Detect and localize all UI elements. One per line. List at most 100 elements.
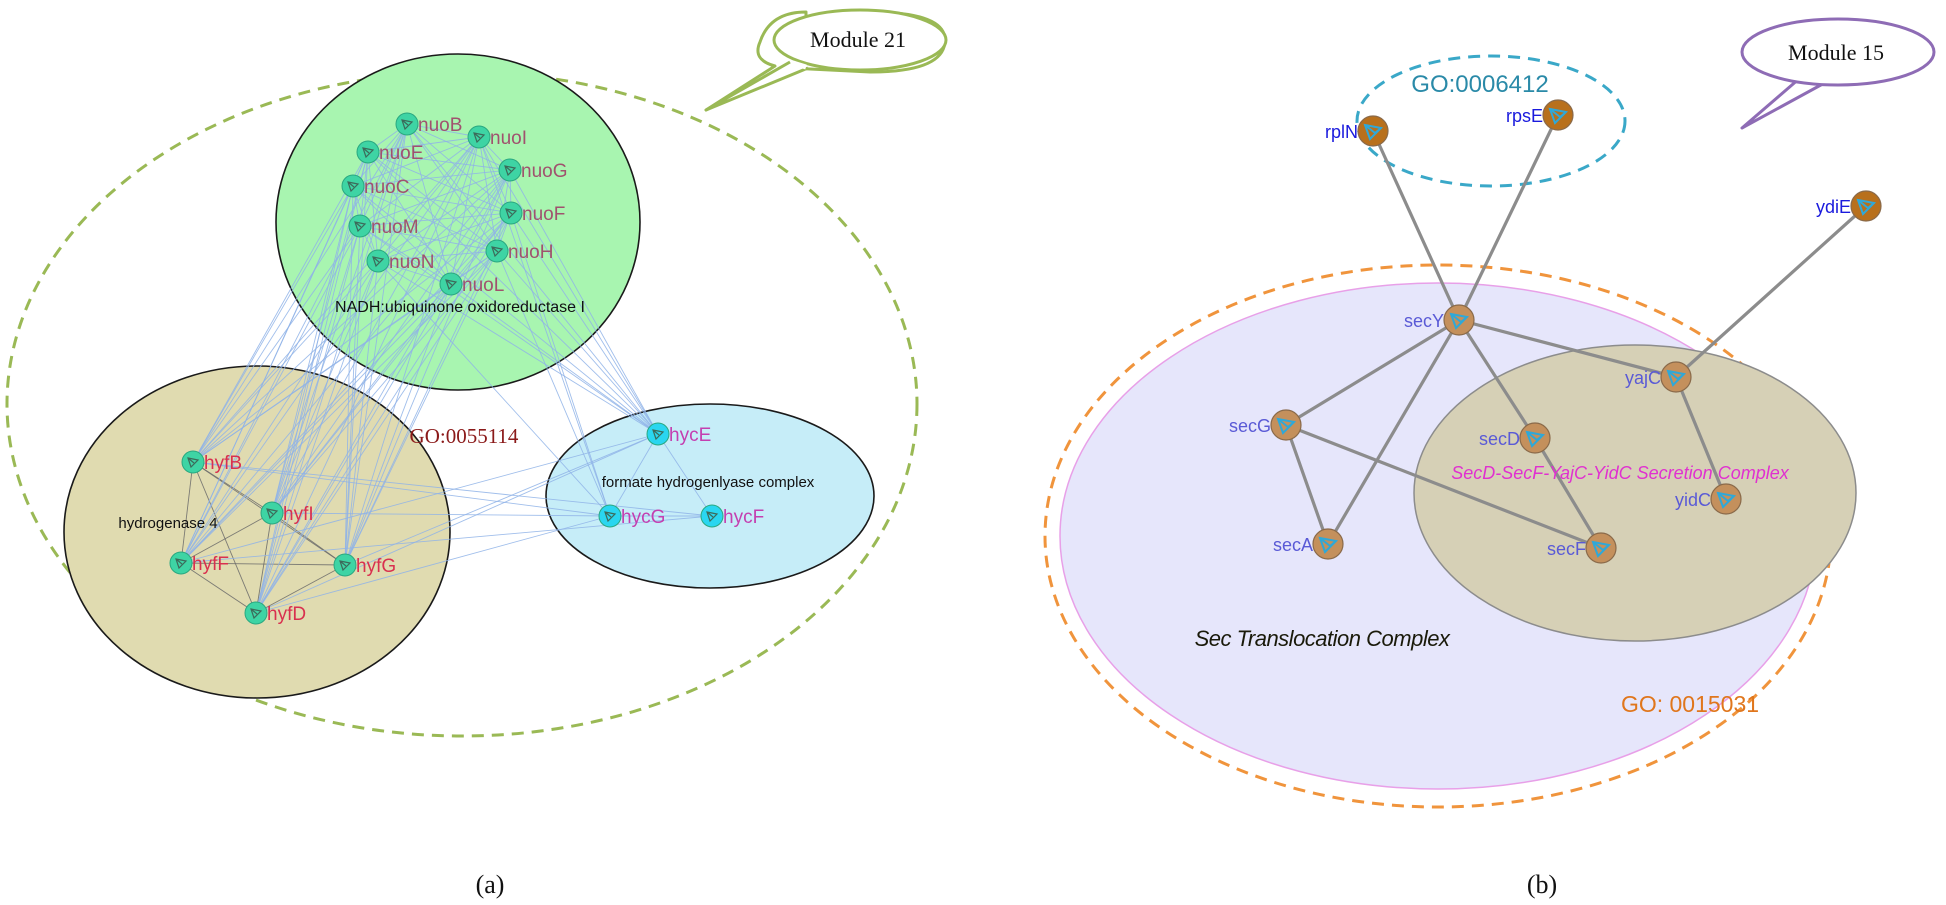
gene-node-nuoL[interactable]: nuoL [439,272,504,296]
panel-a-edge [180,562,257,614]
protein-node-glyph-icon [1666,369,1687,387]
gene-node-glyph-icon [706,511,719,523]
protein-node-rpsE[interactable]: rpsE [1506,99,1574,131]
protein-label-secY: secY [1404,311,1444,331]
gene-node-hyfF[interactable]: hyfF [169,551,229,575]
protein-label-yajC: yajC [1625,368,1661,388]
gene-node-nuoF[interactable]: nuoF [499,201,565,225]
gene-node-hyfG[interactable]: hyfG [333,553,396,577]
panel-a-edge [344,136,480,566]
protein-node-yidC[interactable]: yidC [1675,483,1742,515]
panel-b-edges [1284,114,1868,550]
panel-b-edge-yajC-yidC [1674,376,1728,500]
gene-node-nuoH[interactable]: nuoH [485,239,553,263]
panel-a-edge [271,512,611,517]
gene-label-nuoB: nuoB [418,115,462,136]
panel-a-edge [255,169,511,614]
formate-complex-ellipse [545,403,875,589]
panel-a-edge [271,250,498,514]
protein-node-rplN[interactable]: rplN [1325,115,1389,147]
panel-a-edge [271,169,511,514]
panel-a-edge [352,169,511,187]
go-0006412-label: GO:0006412 [1411,71,1548,98]
gene-node-glyph-icon [504,165,517,177]
gene-node-nuoE[interactable]: nuoE [356,140,423,164]
gene-node-glyph-icon [372,256,385,268]
protein-node-glyph-icon [1525,430,1546,448]
gene-node-glyph-icon [491,246,504,258]
protein-node-secF[interactable]: secF [1547,532,1617,564]
panel-a-edge [359,169,511,227]
panel-a-edge [180,260,379,564]
panel-a-edge [377,260,452,285]
panel-a-edge [496,250,659,435]
panel-b-edge-secY-secA [1326,319,1461,545]
module15-label: Module 15 [1788,40,1884,65]
protein-node-ydiE[interactable]: ydiE [1816,190,1882,222]
gene-node-nuoM[interactable]: nuoM [348,214,419,238]
gene-node-glyph-icon [362,147,375,159]
protein-node-secA[interactable]: secA [1273,528,1344,560]
panel-a-edge [367,151,452,285]
gene-node-nuoI[interactable]: nuoI [467,125,527,149]
gene-label-nuoI: nuoI [490,128,527,149]
panel-a-edge [478,136,512,214]
protein-node-glyph-icon [1548,107,1569,125]
panel-a-edge [192,461,713,517]
protein-node-secD[interactable]: secD [1479,422,1551,454]
panel-a-edge [255,433,659,614]
gene-label-nuoC: nuoC [364,177,409,198]
panel-a-edge [271,136,480,514]
gene-node-hyfI[interactable]: hyfI [260,501,314,525]
panel-a-edge [180,515,713,564]
gene-node-glyph-icon [354,221,367,233]
panel-a-edge [344,225,361,566]
protein-node-secY[interactable]: secY [1404,304,1475,336]
gene-node-hycG[interactable]: hycG [598,504,665,528]
panel-a-edge [510,212,611,517]
gene-node-nuoB[interactable]: nuoB [395,112,462,136]
gene-label-hyfD: hyfD [267,604,306,625]
gene-node-hyfD[interactable]: hyfD [244,601,306,625]
protein-node-glyph-icon [1716,491,1737,509]
panel-a-edge [192,123,408,463]
panel-a-edge [271,225,361,514]
gene-node-nuoN[interactable]: nuoN [366,249,434,273]
panel-a-edge [450,169,511,285]
panel-a-edge [450,283,659,435]
panel-a-edge [344,283,452,566]
panel-a-edge [180,433,659,564]
panel-b-edge-secY-secG [1285,318,1460,427]
panel-a-edge [192,461,611,517]
panel-b-edge-secY-secD [1457,319,1537,439]
protein-node-glyph-icon [1318,536,1339,554]
protein-node-secG[interactable]: secG [1229,409,1302,441]
panel-b-edge-secY-yajC [1458,318,1677,379]
gene-label-hycF: hycF [723,507,764,528]
gene-node-nuoG[interactable]: nuoG [498,158,567,182]
gene-node-hycE[interactable]: hycE [646,422,711,446]
panel-a-edge [359,225,659,435]
panel-b-edge-secD-secF [1533,437,1603,549]
protein-node-glyph-icon [1276,417,1297,435]
panel-a-edge [192,283,452,463]
panel-a-edge [180,123,408,564]
gene-node-glyph-icon [175,558,188,570]
protein-label-secG: secG [1229,416,1271,436]
panel-a-edge [192,260,379,463]
panel-a-edge [509,169,659,435]
panel-a-edge [352,185,498,252]
gene-node-hycF[interactable]: hycF [700,504,764,528]
panel-a-edge [359,123,408,227]
gene-node-glyph-icon [505,208,518,220]
protein-node-glyph-icon [1449,312,1470,330]
panel-a-edge [478,136,659,435]
protein-node-yajC[interactable]: yajC [1625,361,1692,393]
gene-node-glyph-icon [339,560,352,572]
gene-node-nuoC[interactable]: nuoC [341,174,409,198]
gene-node-hyfB[interactable]: hyfB [181,450,242,474]
panel-a-nodes: nuoB nuoI nuoE nuoG nuoC nuoF nuoM nuoH nuoNnuoL… [169,112,764,625]
panel-a-edge [377,260,611,517]
gene-node-glyph-icon [401,119,414,131]
